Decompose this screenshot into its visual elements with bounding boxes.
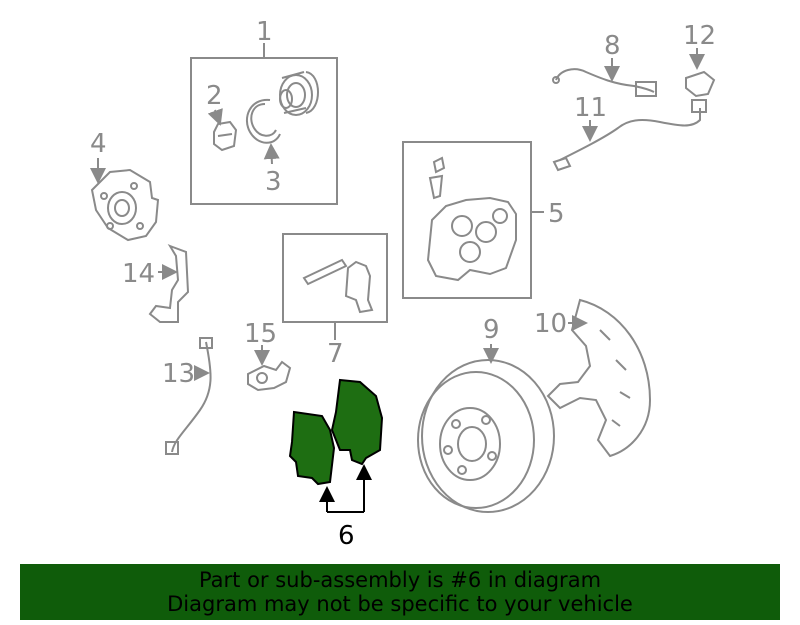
caliper-box [402, 141, 532, 299]
callout-12: 12 [683, 21, 716, 51]
callout-13: 13 [162, 359, 195, 389]
callout-10: 10 [534, 309, 567, 339]
brake-rotor [417, 359, 555, 513]
callout-3: 3 [265, 167, 282, 197]
callout-5: 5 [548, 199, 565, 229]
brake-line [552, 99, 707, 172]
callout-15: 15 [244, 319, 277, 349]
callout-11: 11 [574, 93, 607, 123]
anti-rattle-clip [344, 260, 374, 314]
banner-line-1: Part or sub-assembly is #6 in diagram [198, 568, 602, 592]
pad-wear-sensor [552, 68, 657, 97]
callout-2: 2 [206, 81, 223, 111]
wheel-bearing [279, 71, 319, 116]
callout-8: 8 [604, 31, 621, 61]
brake-pad-right[interactable] [330, 378, 384, 466]
axle-nut [213, 120, 238, 152]
callout-14: 14 [122, 259, 155, 289]
callout-6[interactable]: 6 [338, 521, 355, 551]
brake-pad-left[interactable] [288, 410, 336, 486]
brake-line-bracket [148, 244, 190, 323]
parts-diagram: 1 2 3 4 5 6 7 8 9 10 11 12 13 14 15 [90, 17, 716, 551]
wheel-hub [90, 168, 160, 242]
callout-7: 7 [327, 339, 344, 369]
retaining-clip [685, 70, 716, 98]
wheel-speed-sensor [247, 360, 292, 392]
dust-shield [546, 298, 652, 458]
guide-pin [302, 258, 348, 286]
banner-line-2: Diagram may not be specific to your vehi… [167, 592, 633, 616]
callout-4: 4 [90, 129, 107, 159]
brake-hose [165, 337, 213, 455]
callout-1: 1 [256, 17, 273, 47]
snap-ring [245, 98, 281, 144]
brake-pads[interactable] [288, 378, 384, 486]
brake-caliper [426, 196, 517, 282]
caliper-bolts [428, 156, 446, 200]
part-info-banner: Part or sub-assembly is #6 in diagram Di… [20, 564, 780, 620]
brake-pad-pointer [319, 464, 372, 513]
callout-9: 9 [483, 315, 500, 345]
